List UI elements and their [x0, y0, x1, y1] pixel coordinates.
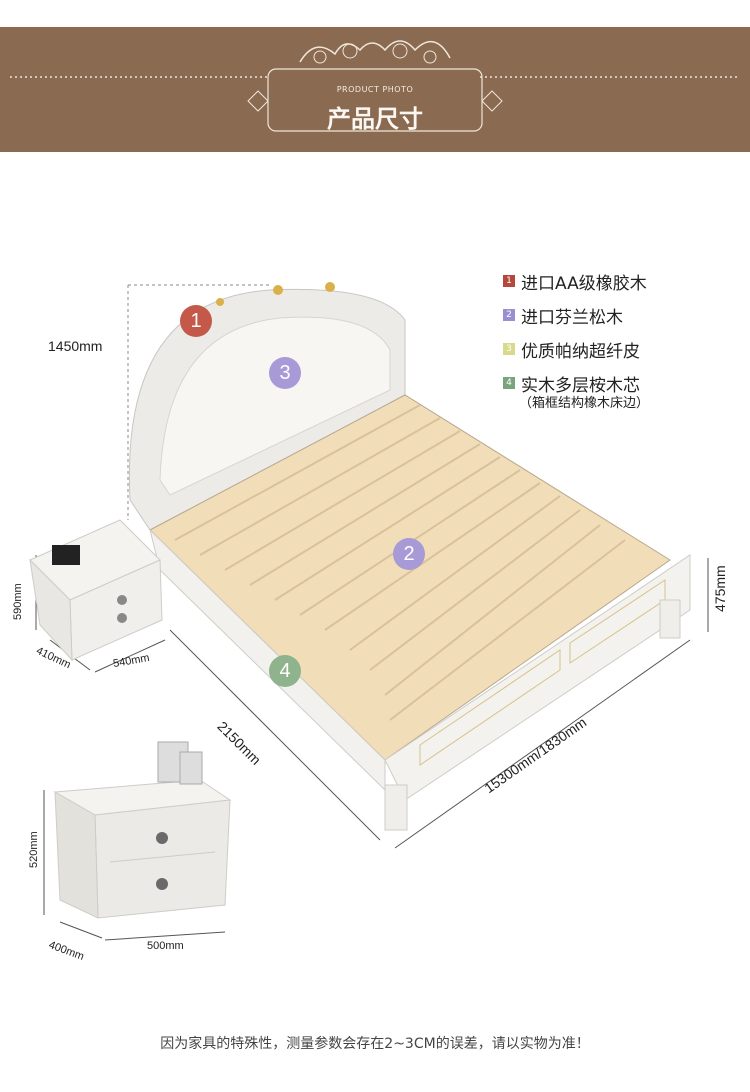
small-nightstand-height-label: 590mm: [12, 583, 24, 620]
legend-item: 2 进口芬兰松木: [503, 298, 649, 332]
large-nightstand-height-label: 520mm: [28, 831, 40, 868]
ornament-frame-icon: [10, 40, 740, 132]
legend-label: 优质帕纳超纤皮: [521, 341, 640, 362]
banner-title: 产品尺寸: [327, 105, 423, 133]
badge-4: 4: [269, 655, 301, 687]
bed-height-label: 1450mm: [48, 338, 103, 354]
legend-label: 进口芬兰松木: [521, 307, 623, 328]
legend-item: 3 优质帕纳超纤皮: [503, 332, 649, 366]
badge-3: 3: [269, 357, 301, 389]
badge-2: 2: [393, 538, 425, 570]
legend-swatch: 3: [503, 343, 515, 355]
disclaimer-text: 因为家具的特殊性，测量参数会存在2~3CM的误差，请以实物为准！: [160, 1036, 590, 1052]
footboard-height-label: 475mm: [712, 565, 728, 612]
legend-swatch: 2: [503, 309, 515, 321]
legend-item: 1 进口AA级橡胶木: [503, 264, 649, 298]
legend-swatch: 4: [503, 377, 515, 389]
large-nightstand-width-label: 500mm: [147, 940, 184, 952]
legend-note: （箱框结构橡木床边）: [519, 396, 650, 411]
banner-subtitle: PRODUCT PHOTO: [336, 85, 414, 94]
badge-1: 1: [180, 305, 212, 337]
legend-swatch: 1: [503, 275, 515, 287]
legend-item: 4 实木多层桉木芯: [503, 366, 649, 400]
material-legend: 1 进口AA级橡胶木 2 进口芬兰松木 3 优质帕纳超纤皮 4 实木多层桉木芯 …: [503, 264, 649, 411]
header-banner: PRODUCT PHOTO 产品尺寸: [0, 27, 750, 152]
legend-label: 实木多层桉木芯: [521, 375, 640, 396]
legend-label: 进口AA级橡胶木: [521, 273, 647, 294]
